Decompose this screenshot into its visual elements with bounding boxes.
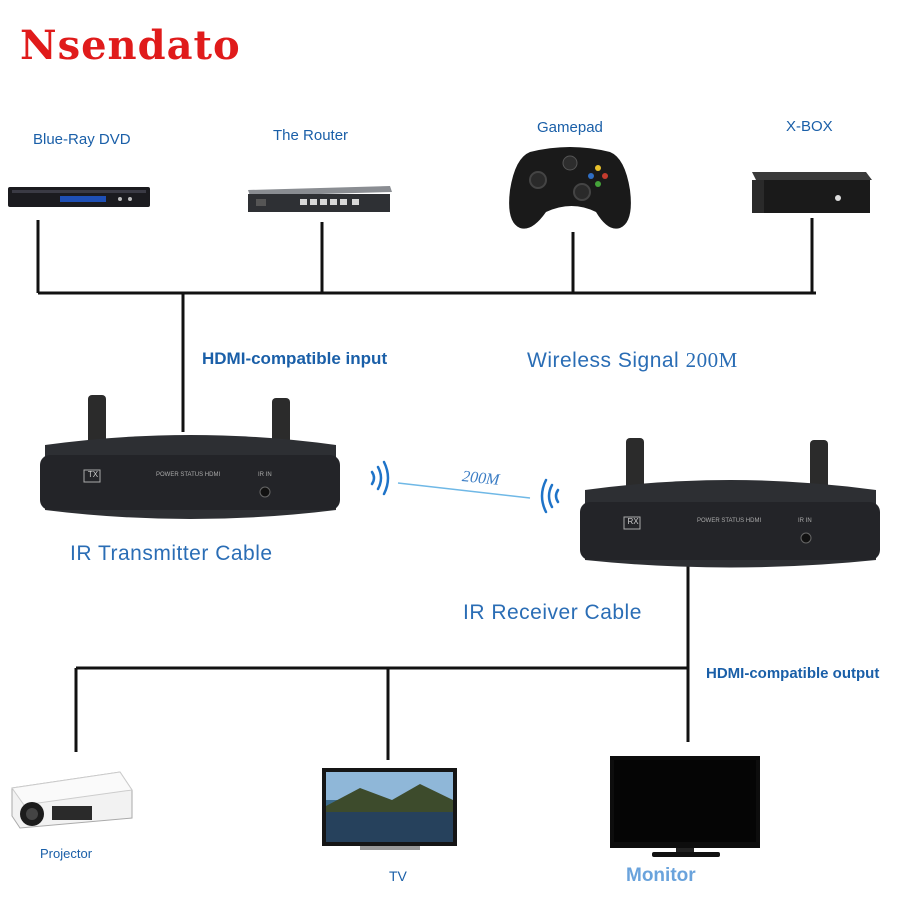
hdmi-output-label: HDMI-compatible output	[706, 665, 880, 682]
xbox-device	[752, 172, 872, 213]
rx-indicators: POWER STATUS HDMI	[697, 518, 762, 524]
router-device	[248, 186, 392, 212]
tv-device	[322, 768, 457, 850]
wireless-signal-speed: 200M	[685, 348, 738, 372]
tx-badge: TX	[87, 470, 99, 479]
hdmi-input-label: HDMI-compatible input	[202, 349, 388, 368]
gamepad-device	[509, 147, 631, 229]
transmitter-device	[40, 395, 340, 519]
rx-badge: RX	[627, 517, 639, 526]
receiver-label: IR Receiver Cable	[463, 601, 642, 624]
wireless-link	[370, 460, 560, 514]
link-speed-label: 200M	[461, 468, 501, 489]
transmitter-label: IR Transmitter Cable	[70, 542, 273, 565]
tx-indicators: POWER STATUS HDMI	[156, 472, 221, 478]
output-label-tv: TV	[389, 868, 407, 884]
receiver-device	[580, 438, 880, 568]
brand-logo: Nsendato	[20, 22, 241, 69]
source-label-blu-ray: Blue-Ray DVD	[33, 131, 131, 148]
source-label-router: The Router	[273, 127, 349, 144]
source-label-gamepad: Gamepad	[537, 119, 603, 136]
wireless-signal-label: Wireless Signal 200M	[527, 348, 738, 373]
output-bus	[74, 565, 690, 760]
wireless-signal-text: Wireless Signal	[527, 349, 680, 372]
tx-ir-label: IR IN	[258, 472, 272, 478]
rx-ir-label: IR IN	[798, 518, 812, 524]
blu-ray-dvd-device	[8, 187, 150, 207]
projector-device	[11, 771, 133, 829]
output-label-projector: Projector	[40, 846, 93, 861]
input-bus	[36, 218, 816, 432]
source-label-xbox: X-BOX	[786, 118, 833, 135]
output-label-monitor: Monitor	[626, 865, 696, 886]
monitor-device	[610, 756, 760, 857]
